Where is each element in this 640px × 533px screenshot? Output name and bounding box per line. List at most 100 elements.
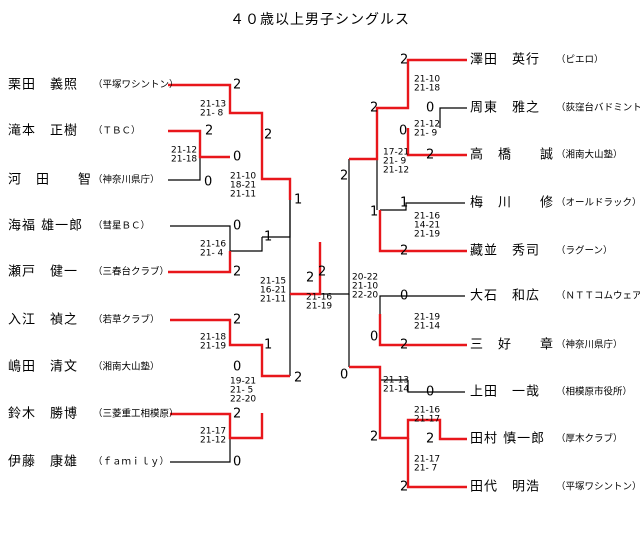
game-score: 16-21 (260, 286, 286, 296)
match-result: 0 (233, 219, 241, 234)
player-club-left: （湘南大山塾） (93, 361, 160, 373)
winner-line-3 (170, 318, 290, 378)
match-result: 2 (400, 338, 408, 353)
game-score: 21-16 (414, 212, 440, 222)
match-result: 2 (205, 124, 213, 139)
match-result: 2 (233, 265, 241, 280)
game-score: 21-10 (414, 75, 440, 85)
game-score: 21-13 (200, 100, 226, 110)
game-score: 21- 9 (414, 129, 438, 139)
bracket-line-2 (230, 237, 263, 252)
game-score: 21-14 (414, 322, 440, 332)
player-name-right: 澤田 英行 (470, 53, 540, 68)
bracket-line-10 (380, 202, 465, 211)
player-name-right: 大石 和広 (470, 289, 540, 304)
game-score: 21-13 (383, 376, 409, 386)
game-score: 21-18 (200, 333, 226, 343)
game-score: 21- 8 (200, 109, 224, 119)
game-score: 21-12 (200, 436, 226, 446)
player-club-left: （三春台クラブ） (93, 266, 169, 278)
match-result: 2 (233, 78, 241, 93)
player-club-right: （ラグーン） (556, 245, 613, 257)
game-score: 21-18 (171, 155, 197, 165)
player-club-right: （神奈川県庁） (556, 339, 623, 351)
player-name-right: 田村 慎一郎 (470, 432, 545, 447)
game-score: 17-21 (383, 148, 409, 158)
game-score: 21-12 (171, 146, 197, 156)
player-name-left: 栗田 義照 (8, 77, 78, 93)
game-score: 21-18 (414, 84, 440, 94)
winner-line-4 (170, 412, 264, 440)
winner-line-5 (290, 242, 322, 296)
match-result: 2 (306, 271, 314, 286)
player-club-left: （ＴＢＣ） (93, 125, 141, 137)
winner-line-0 (168, 83, 292, 200)
match-result: 2 (233, 313, 241, 328)
game-score: 21-16 (414, 406, 440, 416)
game-score: 21-11 (230, 190, 256, 200)
player-club-left: （神奈川県庁） (93, 174, 160, 186)
match-result: 0 (426, 385, 434, 400)
player-club-left: （ｆａｍｉｌｙ） (93, 456, 169, 468)
game-score: 21- 9 (383, 157, 407, 167)
game-score: 21-19 (414, 230, 440, 240)
game-score: 21-15 (260, 277, 286, 287)
match-result: 2 (340, 169, 348, 184)
match-result: 1 (264, 338, 272, 353)
player-club-right: （ＮＴＴコムウェア） (556, 290, 640, 302)
game-score: 21-12 (383, 166, 409, 176)
match-result: 1 (264, 230, 272, 245)
game-score: 21- 7 (414, 464, 437, 474)
game-score: 14-21 (414, 221, 440, 231)
game-score: 21-19 (200, 342, 226, 352)
match-result: 1 (370, 205, 378, 220)
match-result: 0 (233, 150, 241, 165)
player-club-right: （オールドラック） (556, 197, 640, 209)
page-title: ４０歳以上男子シングルス (230, 12, 410, 28)
player-name-left: 河 田 智 (8, 173, 92, 188)
winner-line-9 (378, 314, 467, 347)
bracket-line-0 (168, 157, 201, 181)
player-club-right: （相模原市役所） (556, 386, 632, 398)
bracket-line-13 (407, 380, 465, 393)
match-result: 2 (370, 430, 378, 445)
match-result: 2 (400, 480, 408, 495)
player-name-left: 瀬戸 健一 (8, 265, 78, 280)
match-result: 0 (426, 101, 434, 116)
match-result: 1 (400, 196, 408, 211)
game-score: 21-19 (306, 302, 332, 312)
game-score: 21-17 (414, 455, 440, 465)
bracket-line-1 (170, 225, 231, 251)
game-score: 21- 4 (200, 249, 224, 259)
game-score: 19-21 (230, 377, 256, 387)
player-club-right: （平塚ワシントン） (556, 481, 640, 493)
game-score: 18-21 (230, 181, 256, 191)
match-result: 0 (204, 175, 212, 190)
game-score: 20-22 (352, 273, 378, 283)
match-result: 2 (233, 407, 241, 422)
player-list: 栗田 義照（平塚ワシントン）滝本 正樹（ＴＢＣ）河 田 智（神奈川県庁）海福 雄… (8, 53, 640, 495)
player-club-left: （若草クラブ） (93, 314, 160, 326)
winner-line-10 (349, 365, 467, 441)
match-result: 0 (340, 368, 348, 383)
player-name-left: 入江 禎之 (8, 313, 78, 328)
game-score: 21-14 (383, 385, 409, 395)
game-score: 21-17 (200, 427, 226, 437)
match-result: 2 (426, 432, 434, 447)
match-result: 0 (233, 455, 241, 470)
player-club-right: （厚木クラブ） (556, 433, 623, 445)
player-name-right: 三 好 章 (470, 337, 554, 353)
winner-line-8 (378, 210, 467, 253)
winner-line-2 (168, 251, 232, 274)
player-name-left: 海福 雄一郎 (8, 219, 83, 234)
player-name-left: 滝本 正樹 (8, 124, 78, 139)
match-result: 0 (233, 360, 241, 375)
match-result: 0 (399, 124, 407, 139)
winner-line-7 (406, 128, 467, 157)
player-club-left: （平塚ワシントン） (93, 79, 179, 91)
player-club-right: （湘南大山塾） (556, 149, 623, 161)
game-score: 21-17 (414, 415, 440, 425)
